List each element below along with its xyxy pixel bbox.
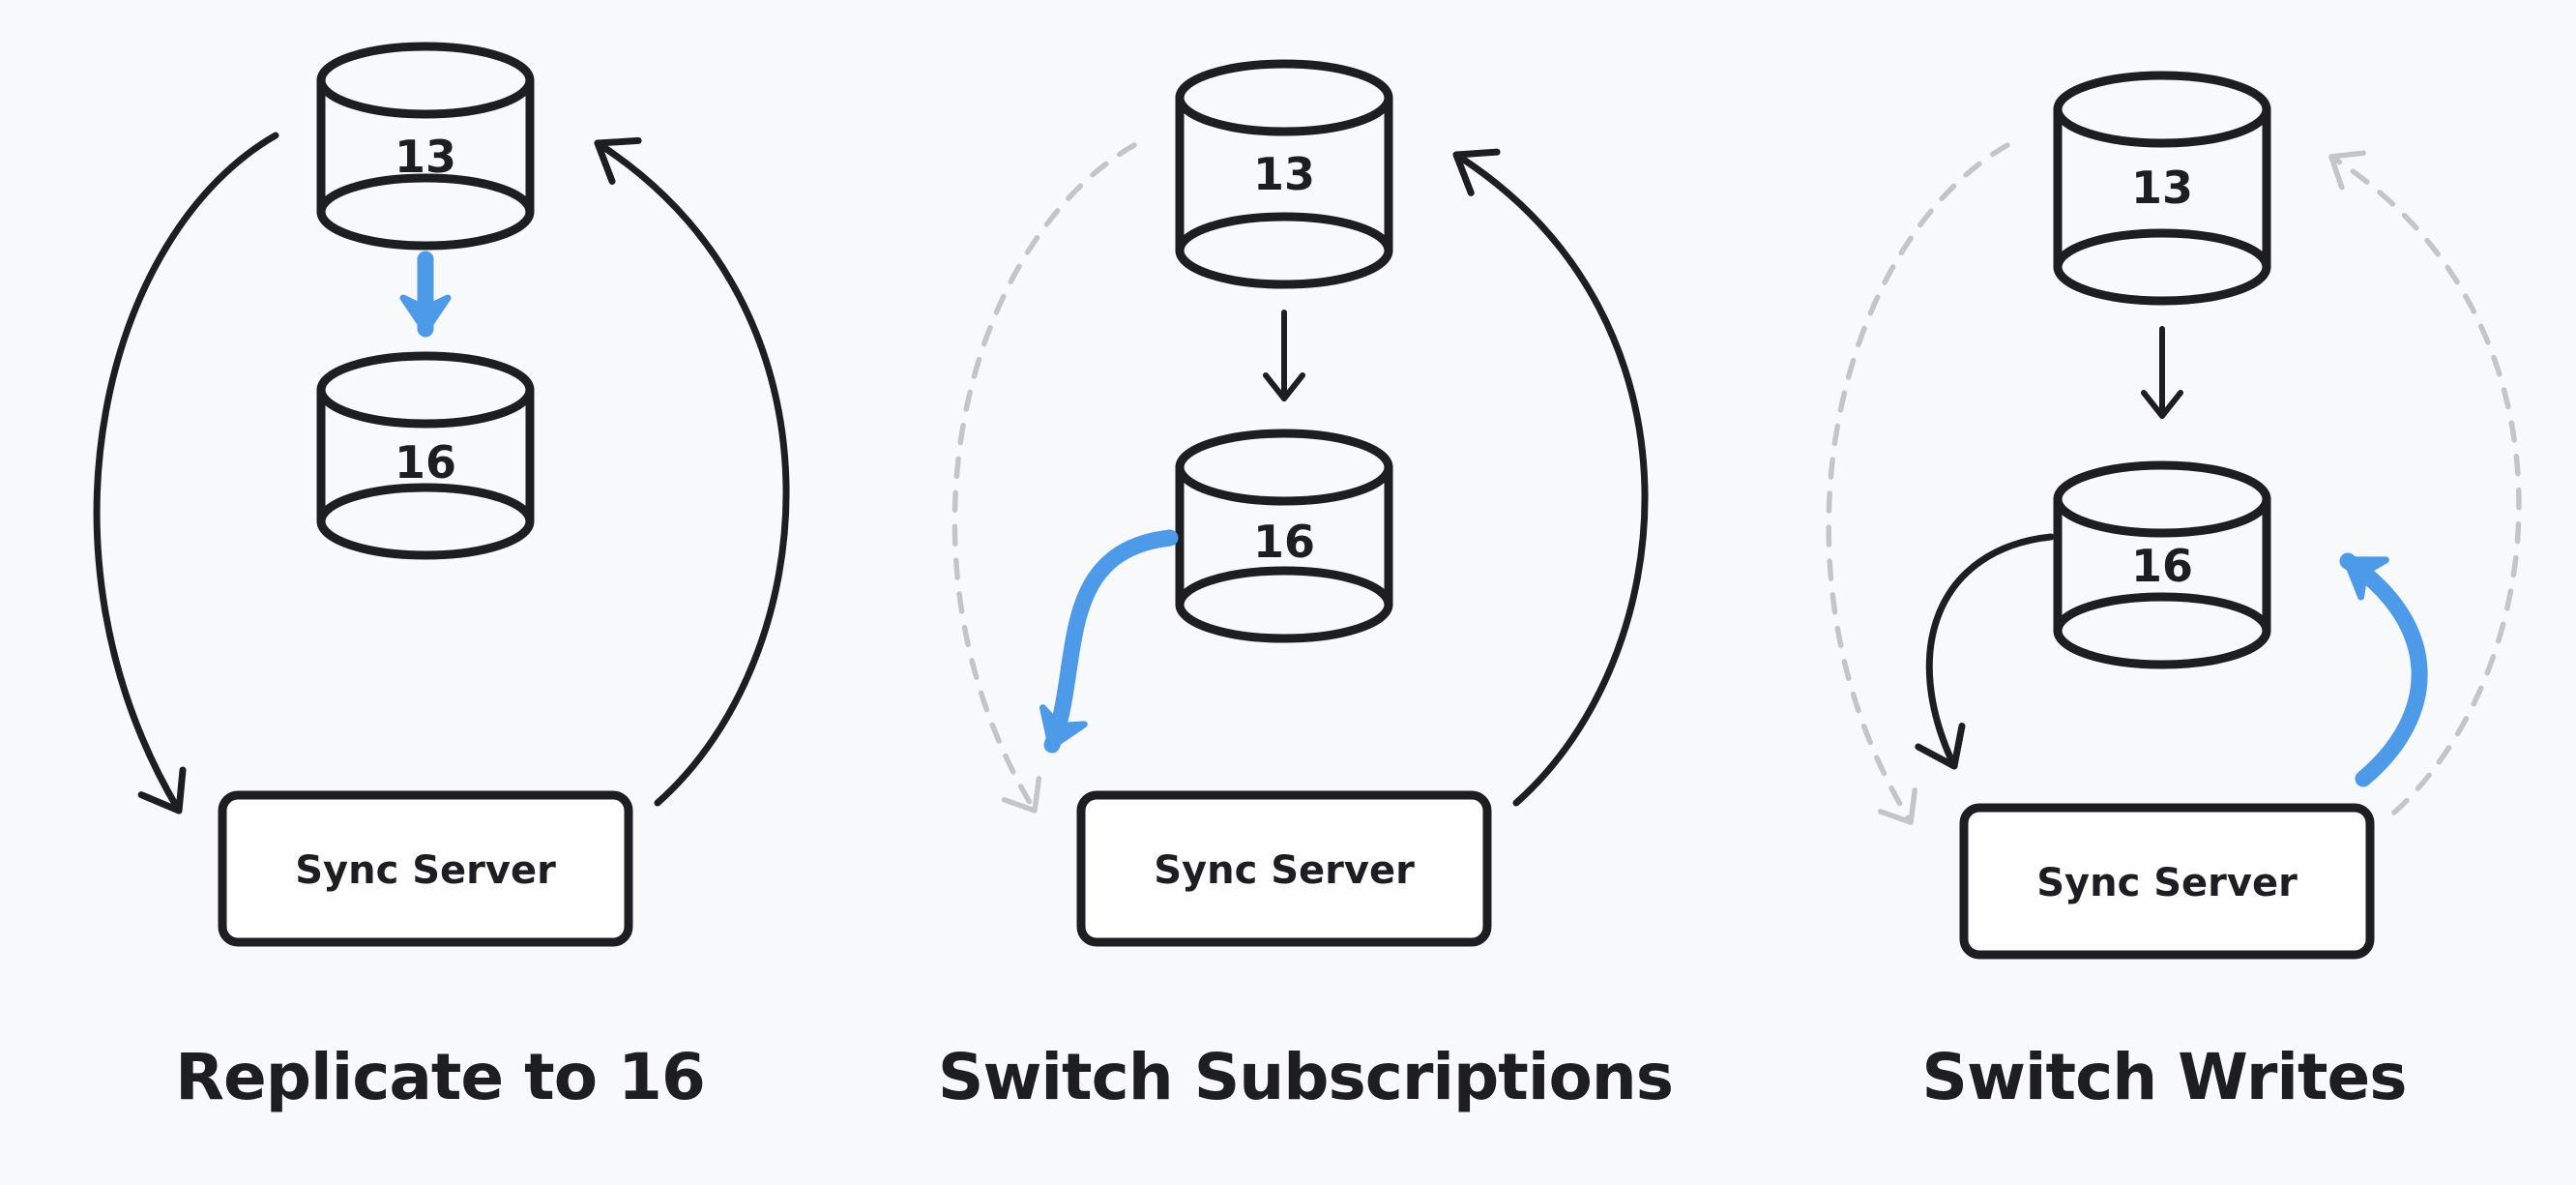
database-cylinder-16: 16	[316, 351, 535, 560]
arc-db13-to-server-inactive	[1826, 142, 2010, 825]
panel-title: Switch Writes	[1921, 1040, 2406, 1114]
sync-server-box: Sync Server	[1076, 790, 1492, 947]
database-cylinder-16: 16	[2053, 460, 2271, 669]
sync-server-box: Sync Server	[1959, 803, 2375, 960]
panel-title: Switch Subscriptions	[938, 1040, 1673, 1114]
writes-arrow-server-to-db16	[2339, 552, 2428, 787]
db-version-label: 13	[2131, 162, 2193, 214]
arc-server-to-db13-inactive	[2328, 150, 2522, 815]
arc-server-to-db13	[594, 136, 790, 807]
arc-db13-to-server	[93, 132, 279, 815]
db-version-label: 16	[1253, 516, 1315, 568]
sync-server-box: Sync Server	[218, 790, 633, 947]
subscription-arrow-db16-to-server	[1039, 529, 1179, 754]
db-version-label: 13	[395, 131, 456, 183]
database-cylinder-13: 13	[316, 42, 535, 251]
panel-title: Replicate to 16	[175, 1040, 705, 1114]
database-cylinder-13: 13	[2053, 71, 2271, 306]
panel-switch-writes: 13 16 Sync Server Switch Writes	[1826, 71, 2522, 1114]
sync-server-label: Sync Server	[295, 848, 556, 893]
database-cylinder-13: 13	[1175, 59, 1393, 289]
db-version-label: 13	[1253, 148, 1315, 200]
panel-switch-subscriptions: 13 16 Sync Server Switch Subscriptions	[938, 59, 1674, 1114]
arc-db16-to-server	[1915, 533, 2055, 770]
sync-server-label: Sync Server	[2036, 861, 2298, 905]
db-version-label: 16	[395, 436, 456, 489]
sync-server-label: Sync Server	[1154, 848, 1415, 893]
db-version-label: 16	[2131, 540, 2193, 592]
arc-db13-to-server-inactive	[951, 142, 1137, 814]
arc-server-to-db13	[1452, 148, 1649, 807]
database-cylinder-16: 16	[1175, 429, 1393, 643]
panel-replicate-to-16: 13 16 Sync Server Replicate to 16	[93, 42, 790, 1114]
